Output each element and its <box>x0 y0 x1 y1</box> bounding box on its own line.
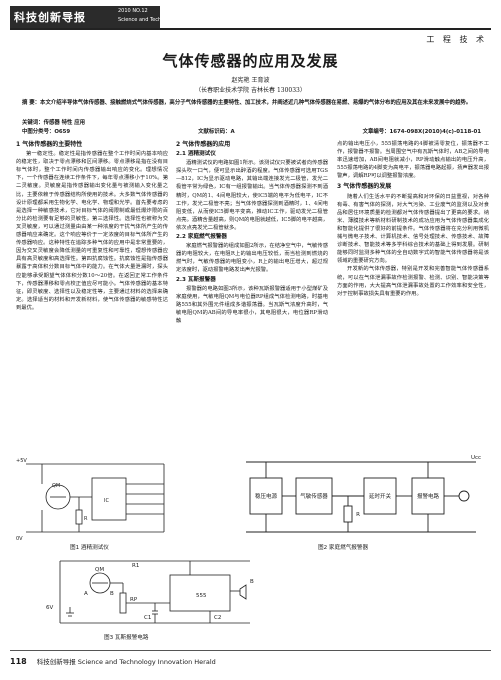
footer-rule <box>10 650 491 651</box>
fig1-gnd-label: 0V <box>16 536 23 542</box>
paragraph: 报警器的电路如图3所示，该种瓦斯报警器适用于小型煤矿及家庭使用，气敏电阻QM与电… <box>176 285 328 324</box>
fig1-r-label: R <box>84 516 88 522</box>
article-authors: 赵宪艳 王育波 <box>231 77 270 84</box>
column-2: 2 气体传感器的应用 2.1 酒精测试仪 酒精测试仪的电路如图1所示。该测试仪只… <box>176 140 328 325</box>
fig2-block-alarm: 报警电路 <box>417 492 440 500</box>
column-1: 1 气体传感器的主要特性 第一稳定性。稳定性是指传感器在整个工作时间内基本响应的… <box>16 140 168 312</box>
paragraph: 开发新的气体传感器，特别是开发和完善智能气体传感器系统，可以在气体泄漏事故作检测… <box>337 266 489 297</box>
fig2-block-delay: 延时开关 <box>369 492 392 500</box>
figure-3-circuit: 555 R1 QM RP C1 C2 6V A B B <box>46 560 254 624</box>
fig3-ic-label: 555 <box>196 593 207 599</box>
fig3-r1-label: R1 <box>132 563 139 569</box>
fig3-a-label: A <box>84 591 88 597</box>
fig2-r-label: R <box>356 512 360 518</box>
section-heading-1: 1 气体传感器的主要特性 <box>16 141 83 148</box>
fig1-vcc-label: +5V <box>16 458 27 464</box>
fig1-sensor-label: QM <box>52 483 60 489</box>
paragraph: 点的输出电压小，555振荡电路的4脚被清零复位，振荡器不工作，报警器不报警。当周… <box>337 141 489 180</box>
journal-header-bar: 科技创新导报 2010 NO.12 Science and Technology… <box>10 6 224 28</box>
fig3-speaker-label: B <box>250 579 254 585</box>
figure-1-caption: 图1 酒精测试仪 <box>70 545 109 551</box>
clc-number: 中图分类号：O659 <box>22 129 71 135</box>
section-label: 工 程 技 术 <box>426 35 487 44</box>
fig3-sensor-label: QM <box>95 567 104 573</box>
journal-issue: 2010 NO.12 <box>118 8 148 14</box>
paragraph: 酒精测试仪的电路如图1所示。该测试仪只要被试者向传感器探头吹一口气，便可显示出醉… <box>176 160 328 231</box>
document-code: 文献标识码：A <box>198 129 235 135</box>
article-keywords: 关键词：传感器 特性 应用 <box>22 120 86 126</box>
column-3: 点的输出电压小，555振荡电路的4脚被清零复位，振荡器不工作，报警器不报警。当周… <box>337 140 489 298</box>
page-number: 118 <box>10 656 27 666</box>
fig2-vcc-label: Ucc <box>471 455 481 461</box>
article-abstract: 摘 要：本文介绍半导体气体传感器、接触燃烧式气体传感器，高分子气体传感器的主要特… <box>22 100 472 106</box>
journal-name: 科技创新导报 <box>14 11 86 24</box>
subsection-heading-2-1: 2.1 酒精测试仪 <box>176 151 216 158</box>
figure-2-block-diagram: Ucc 稳压电源 气敏传感器 延时开关 报警电路 R <box>246 455 481 533</box>
figure-2-caption: 图2 家庭燃气报警器 <box>318 545 369 551</box>
article-number: 文章编号：1674-098X(2010)4(c)-0118-01 <box>362 129 481 135</box>
fig2-block-sensor: 气敏传感器 <box>300 492 328 500</box>
fig2-block-power: 稳压电源 <box>255 492 278 500</box>
fig3-b-label: B <box>110 591 114 597</box>
classification-line: 中图分类号：O659 文献标识码：A 文章编号：1674-098X(2010)4… <box>22 127 481 135</box>
page-footer: 118 科技创新导报 Science and Technology Innova… <box>10 654 491 668</box>
figure-1-circuit: +5V 0V QM IC R <box>16 458 165 542</box>
section-heading-2: 2 气体传感器的应用 <box>176 141 231 148</box>
subsection-heading-2-2: 2.2 家庭燃气报警器 <box>176 234 228 241</box>
footer-journal: 科技创新导报 Science and Technology Innovation… <box>36 658 216 666</box>
paragraph: 随着人们生活水平的不断提高和对环保的日益重视，对各种有毒、有害气体的探测，对大气… <box>337 193 489 265</box>
paragraph: 第一稳定性。稳定性是指传感器在整个工作时间内基本响应的稳定性，取决于零点漂移和区… <box>16 151 168 311</box>
section-heading-3: 3 气体传感器的发展 <box>337 183 392 191</box>
paragraph: 家庭燃气报警器的组成如图2所示，在结净空气中，气敏传感器的电阻较大，在电阻R上的… <box>176 243 328 274</box>
article-affiliation: （长春职业技术学院 吉林长春 130033） <box>195 87 306 94</box>
fig1-ic-label: IC <box>104 498 109 504</box>
figure-3-caption: 图3 瓦斯报警电路 <box>104 635 149 641</box>
article-title: 气体传感器的应用及发展 <box>162 52 339 70</box>
fig3-c2-label: C2 <box>214 615 221 621</box>
fig3-voltage-label: 6V <box>46 605 53 611</box>
header-rule <box>10 28 491 30</box>
subsection-heading-2-3: 2.3 瓦斯报警器 <box>176 276 216 283</box>
fig3-rp-label: RP <box>130 597 138 603</box>
fig3-c1-label: C1 <box>144 615 151 621</box>
journal-name-en: Science and Technology Innovation Herald <box>118 17 225 23</box>
